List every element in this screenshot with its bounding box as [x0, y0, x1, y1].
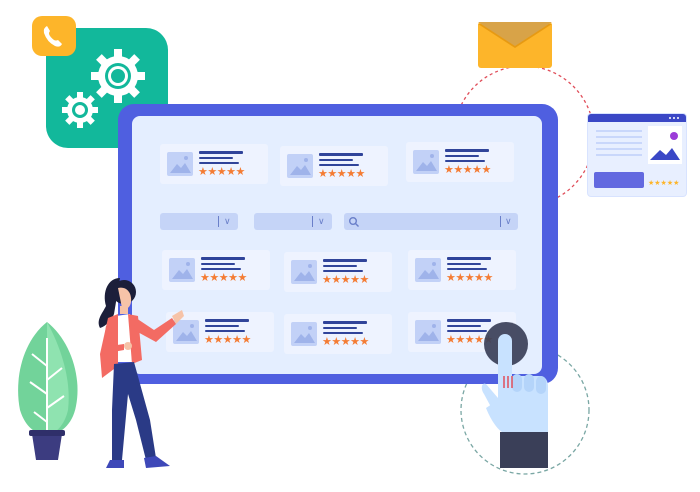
plant-illustration [18, 322, 78, 460]
star-rating: ★★★★★ [444, 164, 491, 176]
image-placeholder-icon [413, 150, 439, 174]
star-rating: ★★★★★ [446, 334, 493, 346]
gear-icon [62, 49, 145, 128]
star-rating: ★★★★★ [200, 272, 247, 284]
phone-tile [32, 16, 76, 56]
dropdown-filter[interactable]: ∨ [160, 213, 238, 230]
search-bar[interactable]: ∨ [344, 213, 518, 230]
star-rating: ★★★★★ [198, 166, 245, 178]
listing-card[interactable]: ★★★★★ [166, 312, 274, 352]
image-placeholder-icon [169, 258, 195, 282]
envelope-icon [478, 22, 552, 68]
listing-card[interactable]: ★★★★★ [284, 314, 392, 354]
image-placeholder-icon [291, 260, 317, 284]
browser-window-bar [588, 114, 686, 122]
listing-card[interactable]: ★★★★★ [284, 252, 392, 292]
star-rating: ★★★★★ [318, 168, 365, 180]
chevron-down-icon: ∨ [318, 216, 325, 226]
image-placeholder-icon [415, 258, 441, 282]
star-rating: ★★★★★ [446, 272, 493, 284]
listing-card[interactable]: ★★★★★ [408, 250, 516, 290]
phone-icon [43, 26, 62, 47]
image-placeholder-icon [287, 154, 313, 178]
dropdown-filter[interactable]: ∨ [254, 213, 332, 230]
listing-card[interactable]: ★★★★★ [280, 146, 388, 186]
star-rating: ★★★★★ [322, 336, 369, 348]
search-icon [349, 217, 359, 227]
chevron-down-icon: ∨ [224, 216, 231, 226]
listing-card[interactable]: ★★★★★ [160, 144, 268, 184]
woman-illustration [98, 278, 184, 468]
image-placeholder-icon [291, 322, 317, 346]
browser-window-content: ★★★★★ [594, 126, 682, 188]
svg-text:★★★★★: ★★★★★ [648, 179, 679, 187]
listing-card[interactable]: ★★★★★ [162, 250, 270, 290]
pointing-hand-icon [481, 322, 548, 468]
chevron-down-icon: ∨ [505, 216, 512, 226]
listing-card[interactable]: ★★★★★ [406, 142, 514, 182]
image-placeholder-icon [167, 152, 193, 176]
image-placeholder-icon [415, 320, 441, 344]
star-rating: ★★★★★ [204, 334, 251, 346]
image-placeholder-icon [173, 320, 199, 344]
star-rating: ★★★★★ [322, 274, 369, 286]
